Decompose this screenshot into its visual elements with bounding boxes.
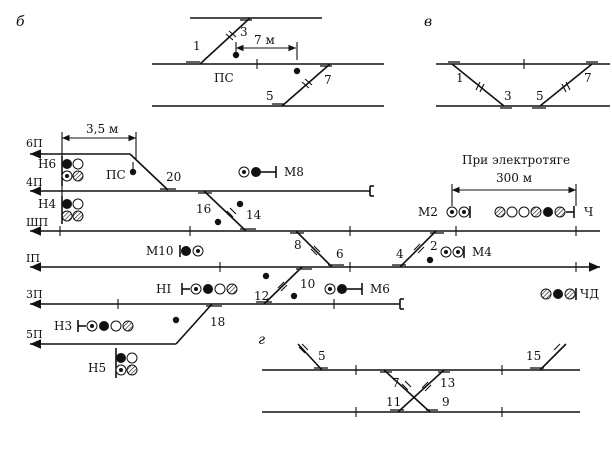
g-switch-7: 7 xyxy=(392,376,400,390)
derail-ps-main: ПС xyxy=(106,168,126,182)
switch-4: 4 xyxy=(396,247,404,261)
signal-m8-label: М8 xyxy=(284,165,304,179)
signal-n4-label: Н4 xyxy=(38,197,56,211)
dimension-300m: 300 м xyxy=(496,171,532,185)
signal-n5 xyxy=(115,348,138,378)
panel-g-diagram xyxy=(262,343,580,417)
signal-m6 xyxy=(324,283,363,295)
signal-ni xyxy=(181,283,238,295)
g-switch-5: 5 xyxy=(318,349,326,363)
track-3p: 3П xyxy=(26,288,43,301)
dimension-3-5m: 3,5 м xyxy=(86,122,118,136)
track-1p: IП xyxy=(26,252,40,265)
signal-m10 xyxy=(179,245,204,257)
derail-ps-label: ПС xyxy=(214,71,234,85)
signal-ch xyxy=(494,206,575,218)
track-3p-roman: ШП xyxy=(26,216,48,229)
signal-ch-label: Ч xyxy=(584,205,593,219)
v-switch-5: 5 xyxy=(536,89,544,103)
panel-b-top-diagram xyxy=(152,17,384,107)
signal-m6-label: М6 xyxy=(370,282,390,296)
signal-n3 xyxy=(77,320,134,332)
signal-m2 xyxy=(446,206,471,218)
switch-20: 20 xyxy=(166,170,181,184)
v-switch-7: 7 xyxy=(584,71,592,85)
track-4p: 4П xyxy=(26,176,43,189)
signal-n6-label: Н6 xyxy=(38,157,56,171)
switch-2: 2 xyxy=(430,239,438,253)
signal-m4-label: М4 xyxy=(472,245,492,259)
signal-chd xyxy=(540,288,577,300)
switch-3: 3 xyxy=(240,25,248,39)
track-5p: 5П xyxy=(26,328,43,341)
panel-label-v: в xyxy=(424,14,432,30)
g-switch-9: 9 xyxy=(442,395,450,409)
signal-m4 xyxy=(440,246,465,258)
switch-10: 10 xyxy=(300,277,315,291)
signal-n6 xyxy=(61,156,84,186)
g-switch-15: 15 xyxy=(526,349,541,363)
electric-traction-note: При электротяге xyxy=(462,153,570,167)
v-switch-1: 1 xyxy=(456,71,464,85)
switch-5: 5 xyxy=(266,89,274,103)
v-switch-3: 3 xyxy=(504,89,512,103)
signal-m2-label: М2 xyxy=(418,205,438,219)
switch-16: 16 xyxy=(196,202,211,216)
switch-14: 14 xyxy=(246,208,262,222)
switch-12: 12 xyxy=(254,289,269,303)
panel-v-diagram xyxy=(436,59,610,109)
signal-n3-label: Н3 xyxy=(54,319,72,333)
signal-n4 xyxy=(61,196,84,224)
signal-n5-label: Н5 xyxy=(88,361,106,375)
switch-7: 7 xyxy=(324,73,332,87)
signal-chd-label: ЧД xyxy=(580,287,599,301)
panel-label-g: г xyxy=(258,332,265,348)
signal-m10-label: М10 xyxy=(146,244,174,258)
switch-18: 18 xyxy=(210,315,225,329)
g-switch-11: 11 xyxy=(386,395,401,409)
dimension-7m: 7 м xyxy=(254,33,275,47)
signal-m8 xyxy=(238,166,277,178)
g-switch-13: 13 xyxy=(440,376,455,390)
signal-ni-label: НI xyxy=(156,282,171,296)
switch-1: 1 xyxy=(193,39,201,53)
station-tracks xyxy=(30,149,600,349)
track-6p: 6П xyxy=(26,137,43,150)
switch-6: 6 xyxy=(336,247,344,261)
panel-label-b: б xyxy=(16,14,25,30)
switch-8: 8 xyxy=(294,238,302,252)
